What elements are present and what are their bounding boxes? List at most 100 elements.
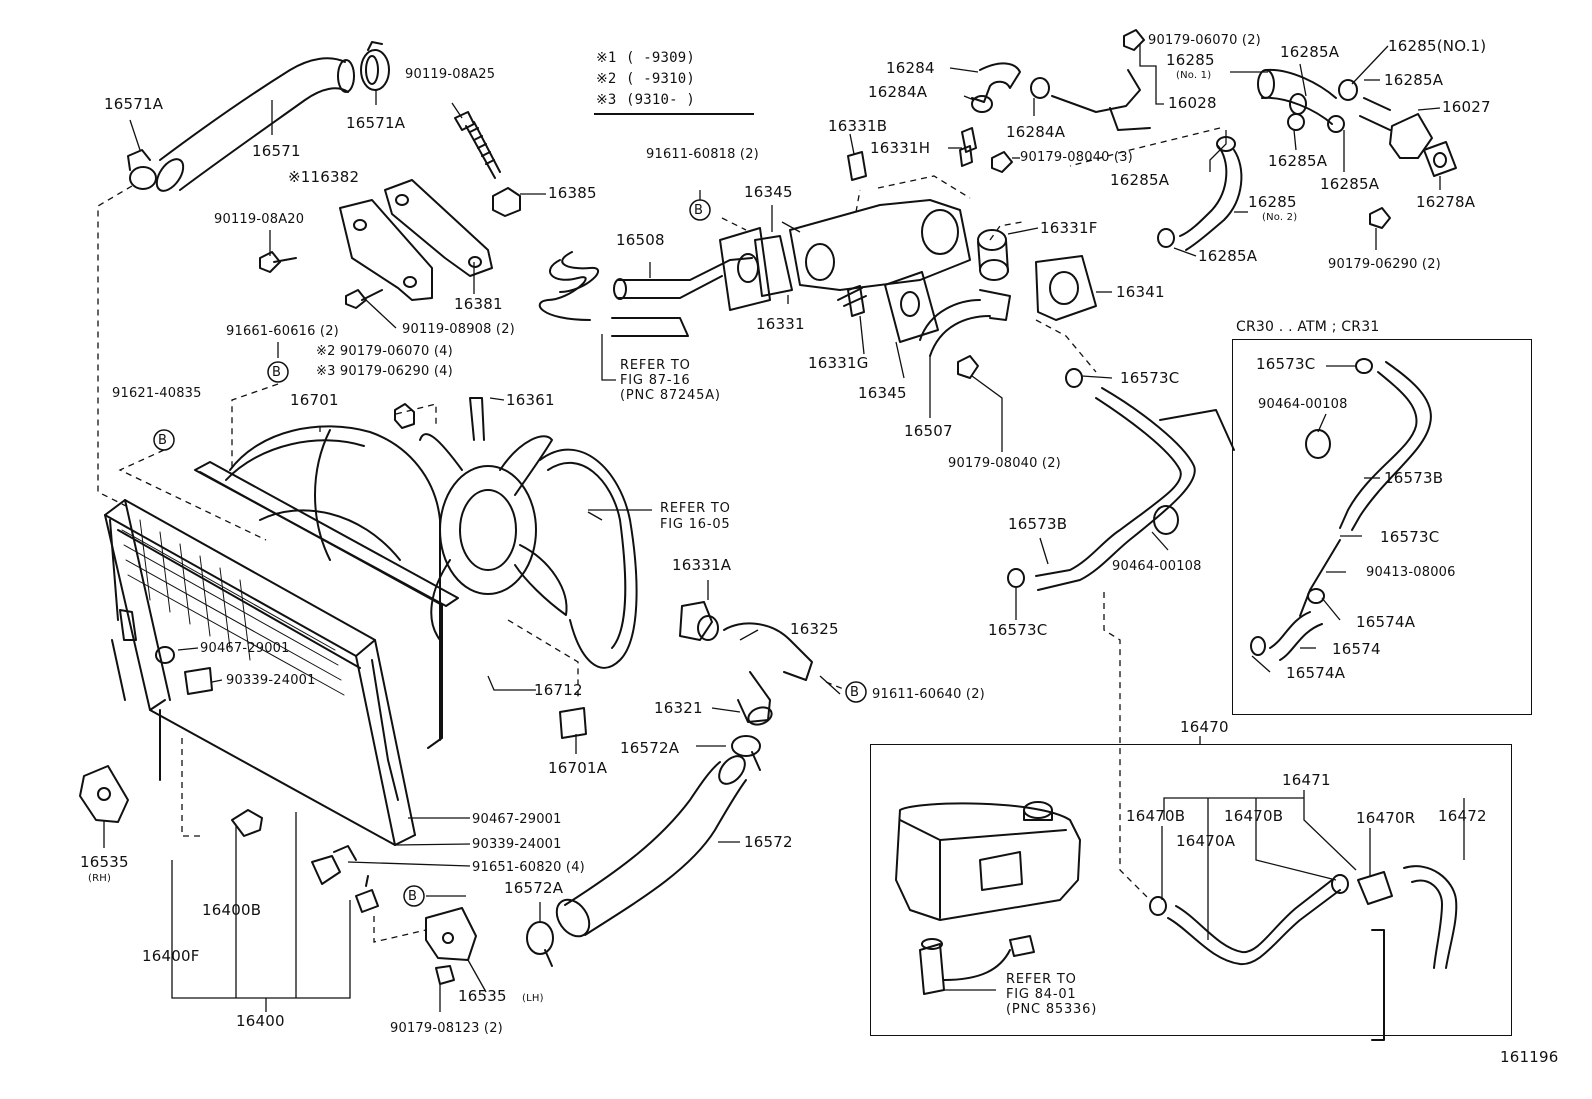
part-label: 91621-40835 — [112, 386, 202, 401]
part-label: 90179-06290 (2) — [1328, 257, 1441, 272]
part-label: 90179-06070 (2) — [1148, 33, 1261, 48]
bolt — [394, 403, 415, 429]
part-label: 16535 — [458, 987, 507, 1005]
bolt — [847, 151, 867, 181]
refer-note: REFER TO — [1006, 972, 1077, 987]
hose-clamp — [127, 149, 157, 190]
part-label: 90119-08A20 — [214, 212, 305, 227]
refer-note: FIG 84-01 — [1006, 987, 1077, 1002]
bolt — [435, 965, 455, 985]
clip-16701A — [559, 707, 587, 739]
part-label: 16573C — [1256, 355, 1316, 373]
part-label: ※2 90179-06070 (4) — [316, 344, 453, 359]
gasket-16345-b — [884, 271, 939, 343]
part-label: 16573C — [1380, 528, 1440, 546]
part-label: 16381 — [454, 295, 503, 313]
part-label: 16284 — [886, 59, 935, 77]
bolt — [259, 251, 297, 273]
part-label: 16574 — [1332, 640, 1381, 658]
part-label: 16470A — [1176, 832, 1236, 850]
bubble-b-label: B — [408, 889, 418, 904]
part-label: 16573B — [1384, 469, 1444, 487]
reservoir-hose-16472 — [1403, 865, 1458, 969]
gasket-16341 — [1035, 255, 1097, 321]
part-label: 90179-08040 (3) — [1020, 150, 1133, 165]
water-hose-16507 — [919, 289, 1011, 357]
part-label: 16472 — [1438, 807, 1487, 825]
part-label: 16331G — [808, 354, 869, 372]
gasket — [754, 235, 793, 297]
part-label: 16400B — [202, 901, 262, 919]
inset-callout-leader — [1159, 409, 1235, 451]
part-label: 16574A — [1356, 613, 1416, 631]
part-label: 16284A — [1006, 123, 1066, 141]
legend-underline — [594, 113, 754, 115]
part-label: 16470 — [1180, 718, 1229, 736]
wire-clip — [1153, 505, 1179, 535]
hose-clamp — [360, 41, 390, 91]
part-label: 16571 — [252, 142, 301, 160]
part-label: 91611-60818 (2) — [646, 147, 759, 162]
part-label: 16571A — [346, 114, 406, 132]
refer-note: FIG 16-05 — [660, 517, 731, 532]
part-label: 16285(NO.1) — [1388, 37, 1487, 55]
water-pipe-16508 — [611, 257, 753, 337]
part-label: 16701A — [548, 759, 608, 777]
overflow-hose-16573B — [1035, 387, 1196, 591]
reservoir-joint-16470R — [1357, 871, 1393, 1041]
part-label: 16385 — [548, 184, 597, 202]
part-label: 16508 — [616, 231, 665, 249]
bolt — [1123, 29, 1145, 51]
bubble-b-label: B — [158, 433, 168, 448]
inset-clip — [1305, 429, 1331, 459]
part-label: 16027 — [1442, 98, 1491, 116]
pipe-16028 — [1051, 69, 1151, 131]
fan-shroud — [194, 425, 459, 749]
heater-valve-16027 — [1359, 97, 1433, 159]
part-label: 16345 — [858, 384, 907, 402]
bubble-b-label: B — [850, 685, 860, 700]
leader-lines — [103, 44, 1465, 1012]
lower-radiator-hose — [555, 755, 747, 938]
part-label: 16574A — [1286, 664, 1346, 682]
part-label-sub: (RH) — [88, 873, 112, 884]
stud-bolt — [847, 285, 865, 317]
refer-note: REFER TO — [660, 501, 731, 516]
part-label: 16400F — [142, 947, 200, 965]
part-label: 90179-08123 (2) — [390, 1021, 503, 1036]
hose-clamp — [1287, 79, 1358, 133]
bubble-b-label: B — [272, 365, 282, 380]
part-label: 90413-08006 — [1366, 565, 1456, 580]
nut — [991, 151, 1013, 173]
hose-clamp — [526, 921, 554, 967]
bolt — [454, 111, 501, 179]
bolt — [1369, 207, 1391, 229]
bracket-16382 — [339, 199, 433, 301]
refer-note: (PNC 85336) — [1006, 1002, 1098, 1017]
bracket-16535-rh — [79, 765, 129, 823]
part-label: 16400 — [236, 1012, 285, 1030]
part-label: 90464-00108 — [1112, 559, 1202, 574]
nut — [957, 355, 979, 379]
part-label: 90467-29001 — [472, 812, 562, 827]
water-outlet-pipe-16331F — [977, 229, 1009, 281]
gasket-16345 — [719, 227, 771, 311]
part-label: ※116382 — [288, 168, 360, 186]
part-label: 90179-08040 (2) — [948, 456, 1061, 471]
drain-plug — [311, 845, 357, 885]
part-label: 16573B — [1008, 515, 1068, 533]
part-label: 16285A — [1384, 71, 1444, 89]
part-label: 90119-08908 (2) — [402, 322, 515, 337]
part-label: 91651-60820 (4) — [472, 860, 585, 875]
hose-clamp — [1030, 77, 1050, 99]
drain-plug — [231, 809, 263, 837]
legend-mark-3: ※3 — [596, 92, 617, 108]
part-label: 90464-00108 — [1258, 397, 1348, 412]
bracket-16381 — [384, 179, 493, 277]
part-label: 16325 — [790, 620, 839, 638]
part-label: 90339-24001 — [472, 837, 562, 852]
part-label-sub: (No. 1) — [1176, 70, 1212, 81]
radiator-core-grid — [121, 519, 345, 696]
part-label: 16331H — [870, 139, 931, 157]
